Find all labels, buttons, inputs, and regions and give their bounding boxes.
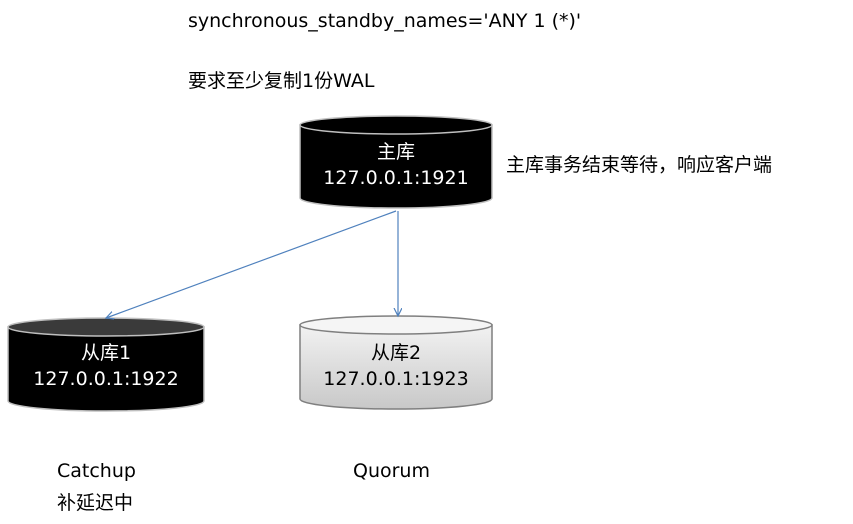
arrow-primary-to-standby1 [106,210,397,318]
standby2-status: Quorum [353,460,430,482]
primary-db-name: 主库 [376,141,415,163]
standby1-status-note: 补延迟中 [57,492,134,514]
standby1-db-label: 从库1 127.0.0.1:1922 [8,340,204,392]
requirement-text: 要求至少复制1份WAL [188,70,375,92]
standby1-db-address: 127.0.0.1:1922 [33,368,179,390]
primary-note: 主库事务结束等待，响应客户端 [506,154,773,176]
standby1-status: Catchup [57,460,136,482]
config-line: synchronous_standby_names='ANY 1 (*)' [188,10,582,32]
standby2-db-cylinder [299,315,493,410]
standby1-db-name: 从库1 [80,342,132,364]
primary-db-cylinder [299,115,493,209]
primary-db-label: 主库 127.0.0.1:1921 [300,139,492,191]
primary-db-address: 127.0.0.1:1921 [323,167,469,189]
standby2-db-name: 从库2 [370,342,422,364]
standby2-db-address: 127.0.0.1:1923 [323,368,469,390]
standby1-db-cylinder [7,317,205,412]
standby2-db-label: 从库2 127.0.0.1:1923 [300,340,492,392]
